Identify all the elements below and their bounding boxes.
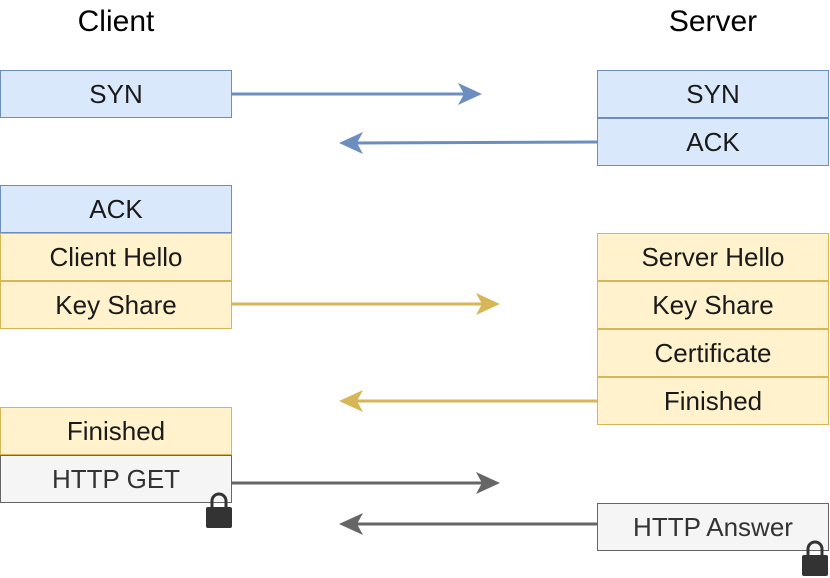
client-key-share-box: Key Share xyxy=(0,281,232,329)
server-http-answer-box: HTTP Answer xyxy=(597,503,829,551)
lock-icon xyxy=(206,492,232,528)
client-http-get-box: HTTP GET xyxy=(0,455,232,503)
client-ack-box: ACK xyxy=(0,185,232,233)
server-certificate-box: Certificate xyxy=(597,329,829,377)
server-ack-box: ACK xyxy=(597,118,829,166)
arrow-http-get xyxy=(232,472,500,494)
client-heading: Client xyxy=(77,5,155,38)
server-finished-box: Finished xyxy=(597,377,829,425)
client-hello-box: Client Hello xyxy=(0,233,232,281)
arrow-syn xyxy=(232,83,482,105)
server-key-share-box: Key Share xyxy=(597,281,829,329)
arrow-server-finished xyxy=(339,390,597,412)
client-syn-box: SYN xyxy=(0,70,232,118)
arrow-syn-ack xyxy=(339,132,598,154)
client-finished-box: Finished xyxy=(0,407,232,455)
arrow-http-answer xyxy=(339,513,597,535)
arrow-client-key-share xyxy=(232,293,500,315)
lock-icon xyxy=(802,540,828,576)
server-hello-box: Server Hello xyxy=(597,233,829,281)
server-syn-box: SYN xyxy=(597,70,829,118)
server-heading: Server xyxy=(668,5,758,38)
